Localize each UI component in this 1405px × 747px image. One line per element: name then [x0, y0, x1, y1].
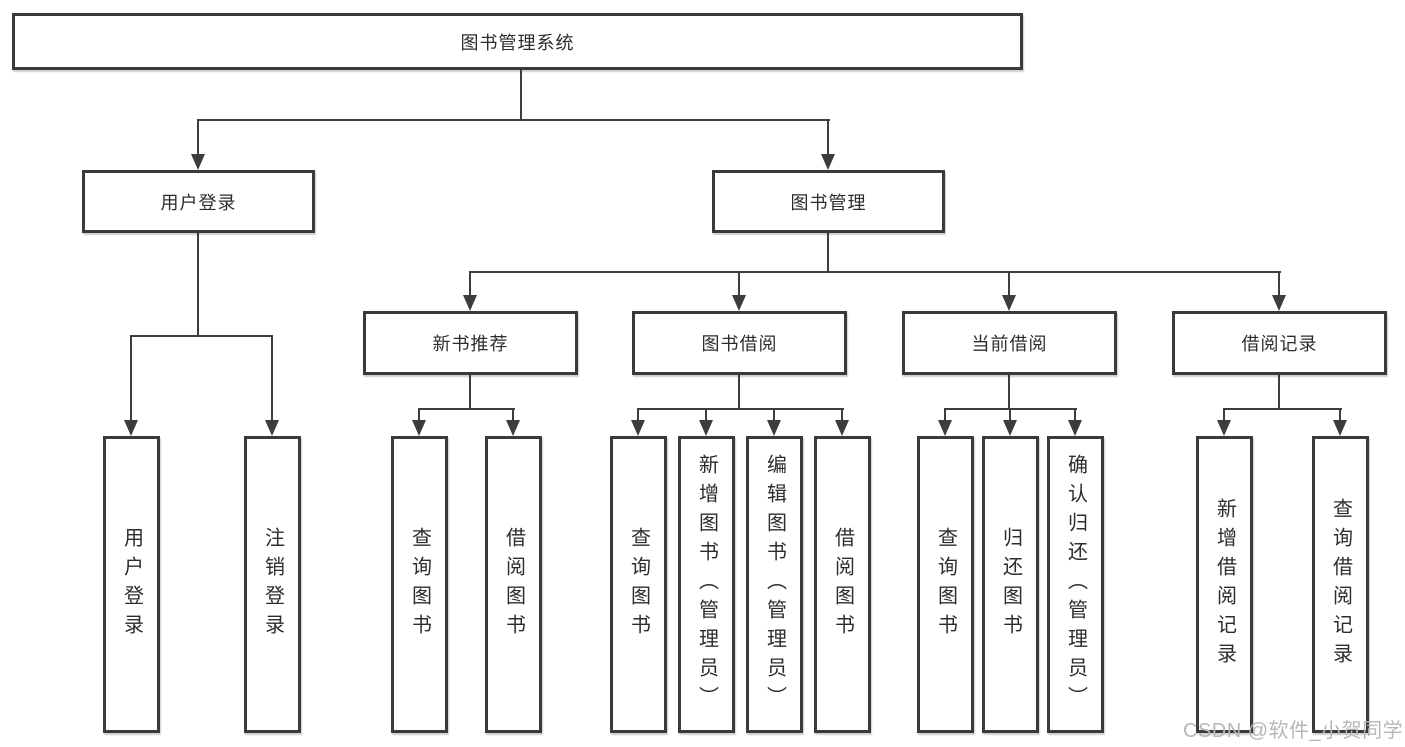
leaf-query-books-current: 查询图书 — [917, 436, 974, 733]
leaf-borrow-books-recommend-label: 借阅图书 — [502, 526, 525, 643]
leaf-query-books-recommend: 查询图书 — [391, 436, 448, 733]
connector-line — [1008, 375, 1010, 410]
connector-line — [738, 273, 740, 297]
leaf-query-books-borrow-label: 查询图书 — [627, 526, 650, 643]
leaf-add-borrow-record: 新增借阅记录 — [1196, 436, 1253, 733]
connector-line — [1223, 408, 1342, 410]
leaf-add-borrow-record-label: 新增借阅记录 — [1213, 497, 1236, 672]
watermark: CSDN @软件_小贺同学 — [1183, 720, 1404, 742]
connector-line — [773, 409, 775, 421]
connector-line — [1009, 409, 1011, 421]
connector-line — [705, 409, 707, 421]
leaf-return-book: 归还图书 — [982, 436, 1039, 733]
leaf-return-book-label: 归还图书 — [999, 526, 1022, 643]
arrow-down-icon — [124, 420, 138, 436]
leaf-logout: 注销登录 — [244, 436, 301, 733]
node-user-login: 用户登录 — [82, 170, 315, 233]
node-book-management-label: 图书管理 — [790, 192, 867, 213]
node-root: 图书管理系统 — [12, 13, 1023, 70]
connector-line — [469, 271, 1281, 273]
leaf-user-login-label: 用户登录 — [120, 526, 143, 643]
connector-line — [1074, 409, 1076, 421]
arrow-down-icon — [1003, 420, 1017, 436]
arrow-down-icon — [631, 420, 645, 436]
connector-line — [1339, 409, 1341, 421]
leaf-edit-book-admin: 编辑图书（管理员） — [746, 436, 803, 733]
arrow-down-icon — [1272, 295, 1286, 311]
arrow-down-icon — [191, 154, 205, 170]
leaf-query-borrow-record: 查询借阅记录 — [1312, 436, 1369, 733]
node-current-borrow: 当前借阅 — [902, 311, 1117, 375]
leaf-borrow-books-recommend: 借阅图书 — [485, 436, 542, 733]
connector-line — [197, 233, 199, 337]
node-borrow-records-label: 借阅记录 — [1241, 334, 1318, 354]
arrow-down-icon — [1333, 420, 1347, 436]
node-root-label: 图书管理系统 — [460, 32, 575, 53]
leaf-confirm-return-admin: 确认归还（管理员） — [1047, 436, 1104, 733]
connector-line — [197, 120, 199, 156]
connector-line — [1223, 409, 1225, 421]
node-new-book-recommend-label: 新书推荐 — [432, 334, 509, 354]
arrow-down-icon — [506, 420, 520, 436]
leaf-logout-label: 注销登录 — [261, 526, 284, 643]
connector-line — [418, 408, 515, 410]
connector-line — [944, 409, 946, 421]
leaf-query-borrow-record-label: 查询借阅记录 — [1329, 497, 1352, 672]
connector-line — [841, 409, 843, 421]
connector-line — [827, 120, 829, 156]
leaf-add-book-admin: 新增图书（管理员） — [678, 436, 735, 733]
connector-line — [271, 336, 273, 422]
connector-line — [637, 408, 844, 410]
arrow-down-icon — [699, 420, 713, 436]
arrow-down-icon — [265, 420, 279, 436]
arrow-down-icon — [767, 420, 781, 436]
node-current-borrow-label: 当前借阅 — [971, 334, 1048, 354]
leaf-borrow-books-label: 借阅图书 — [831, 526, 854, 643]
connector-line — [469, 375, 471, 410]
leaf-query-books-borrow: 查询图书 — [610, 436, 667, 733]
connector-line — [512, 409, 514, 421]
connector-line — [827, 233, 829, 273]
leaf-query-books-current-label: 查询图书 — [934, 526, 957, 643]
connector-line — [418, 409, 420, 421]
leaf-confirm-return-admin-label: 确认归还（管理员） — [1064, 454, 1087, 715]
arrow-down-icon — [938, 420, 952, 436]
connector-line — [130, 335, 273, 337]
connector-line — [1278, 375, 1280, 410]
connector-line — [738, 375, 740, 410]
arrow-down-icon — [1068, 420, 1082, 436]
arrow-down-icon — [1002, 295, 1016, 311]
connector-line — [469, 273, 471, 297]
connector-line — [637, 409, 639, 421]
arrow-down-icon — [732, 295, 746, 311]
arrow-down-icon — [835, 420, 849, 436]
node-book-borrow-label: 图书借阅 — [701, 334, 778, 354]
node-user-login-label: 用户登录 — [160, 192, 237, 213]
arrow-down-icon — [463, 295, 477, 311]
arrow-down-icon — [412, 420, 426, 436]
connector-line — [1278, 273, 1280, 297]
leaf-query-books-recommend-label: 查询图书 — [408, 526, 431, 643]
node-borrow-records: 借阅记录 — [1172, 311, 1387, 375]
leaf-user-login: 用户登录 — [103, 436, 160, 733]
arrow-down-icon — [1217, 420, 1231, 436]
node-new-book-recommend: 新书推荐 — [363, 311, 578, 375]
node-book-borrow: 图书借阅 — [632, 311, 847, 375]
leaf-add-book-admin-label: 新增图书（管理员） — [695, 454, 718, 715]
leaf-edit-book-admin-label: 编辑图书（管理员） — [763, 454, 786, 715]
node-book-management: 图书管理 — [712, 170, 945, 233]
connector-line — [130, 336, 132, 422]
connector-line — [197, 119, 830, 121]
connector-line — [520, 70, 522, 120]
leaf-borrow-books: 借阅图书 — [814, 436, 871, 733]
connector-line — [1008, 273, 1010, 297]
arrow-down-icon — [821, 154, 835, 170]
